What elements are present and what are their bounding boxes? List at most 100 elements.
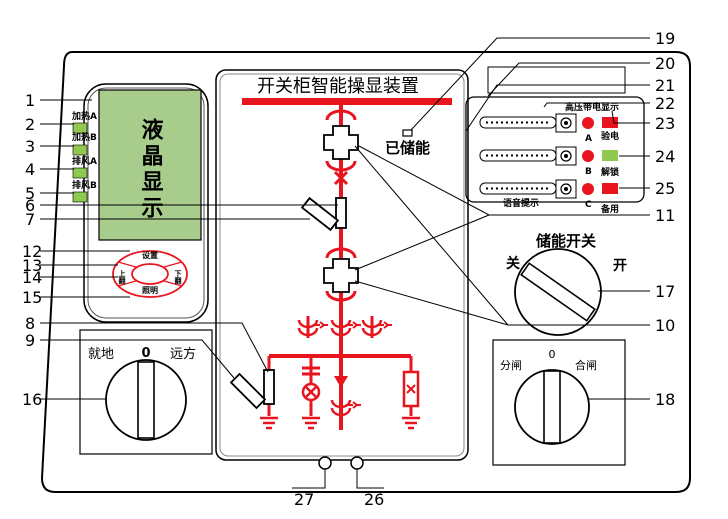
earth-symbol-3 <box>400 416 422 430</box>
zero-label-left: 0 <box>141 346 150 361</box>
lower-disconnector-cross <box>323 258 359 293</box>
breaker-symbol <box>333 170 349 186</box>
callout-1: 1 <box>25 91 35 110</box>
mimic-panel <box>215 69 469 461</box>
up-key[interactable]: 上翻 <box>118 269 126 285</box>
hv-display-top-box <box>487 66 626 94</box>
cable-outlet-arrow <box>334 376 348 388</box>
earth-symbol-1 <box>258 416 280 430</box>
callout-3: 3 <box>25 137 35 156</box>
indicator-lamp-4 <box>72 191 88 203</box>
open-label: 分闸 <box>500 359 522 372</box>
bottom-socket-27[interactable] <box>318 456 332 470</box>
callout-2: 2 <box>25 115 35 134</box>
callout-21: 21 <box>655 76 675 95</box>
hv-phase-label-b: B <box>585 167 592 177</box>
callout-25: 25 <box>655 179 675 198</box>
hv-socket-c[interactable] <box>560 183 572 195</box>
hv-lamp-b <box>582 150 594 162</box>
callout-14: 14 <box>22 268 42 287</box>
callout-11: 11 <box>655 206 675 225</box>
close-label: 合闸 <box>575 358 597 372</box>
indicator-label-1: 加热A <box>71 110 97 122</box>
hv-lamp-a <box>582 117 594 129</box>
hv-display-frame <box>465 96 645 203</box>
earthing-switch-handle <box>229 372 267 410</box>
callout-7: 7 <box>25 210 35 229</box>
current-transformer-2 <box>330 314 363 340</box>
lcd-label: 液晶显示 <box>138 117 164 222</box>
hv-display-title: 高压带电显示 <box>565 101 619 113</box>
display-module <box>83 83 209 323</box>
breaker-switch-frame <box>492 339 626 466</box>
indicator-lamp-2 <box>72 144 88 156</box>
callout-15: 15 <box>22 288 42 307</box>
lcd-screen <box>98 89 202 241</box>
breaker-contact <box>335 197 347 229</box>
callout-20: 20 <box>655 54 675 73</box>
keypad-center[interactable] <box>131 263 169 285</box>
current-transformer-4 <box>330 394 363 420</box>
indicator-lamp-3 <box>72 167 88 179</box>
callout-23: 23 <box>655 114 675 133</box>
zero-label-right: 0 <box>549 348 556 361</box>
breaker-switch-handle[interactable] <box>543 370 561 444</box>
keypad-ring <box>112 250 188 298</box>
remote-label: 远方 <box>170 346 196 362</box>
breaker-handle <box>300 196 340 232</box>
callout-18: 18 <box>655 390 675 409</box>
callout-4: 4 <box>25 160 35 179</box>
busbar <box>242 98 452 105</box>
callout-19: 19 <box>655 29 675 48</box>
indicator-label-2: 加热B <box>71 131 97 143</box>
storage-switch-on-label: 开 <box>613 258 627 274</box>
down-key[interactable]: 下翻 <box>174 270 182 285</box>
lighting-key[interactable]: 照明 <box>142 286 158 295</box>
local-remote-switch-frame <box>79 329 213 455</box>
upper-disconnector-arc <box>325 109 357 121</box>
hv-phase-row-b: B 解锁 <box>479 146 619 178</box>
settings-key[interactable]: 设置 <box>142 250 158 260</box>
test-button[interactable] <box>602 117 618 128</box>
test-button-label: 验电 <box>601 130 619 142</box>
local-remote-handle[interactable] <box>137 361 155 439</box>
spare-button-label: 备用 <box>600 203 619 215</box>
device-panel <box>40 51 691 493</box>
hv-lamp-c <box>582 183 594 195</box>
storage-switch-title: 储能开关 <box>536 232 596 250</box>
hv-socket-b[interactable] <box>560 150 572 162</box>
bottom-socket-26[interactable] <box>350 456 364 470</box>
callout-8: 8 <box>25 314 35 333</box>
indicator-label-4: 排风B <box>72 179 97 191</box>
indicator-label-3: 排风A <box>72 155 97 167</box>
hv-socket-a[interactable] <box>560 117 572 129</box>
current-transformer-3 <box>361 314 394 340</box>
callout-10: 10 <box>655 316 675 335</box>
device-title: 开关柜智能操显装置 <box>257 76 419 97</box>
callout-22: 22 <box>655 94 675 113</box>
spare-button[interactable] <box>602 183 618 194</box>
callout-16: 16 <box>22 390 42 409</box>
upper-disconnector-cross <box>323 125 359 160</box>
local-label: 就地 <box>88 347 114 362</box>
unlock-button[interactable] <box>602 150 618 161</box>
display-module-inner <box>87 87 205 319</box>
hv-phase-row-c: C 备用 <box>479 179 619 215</box>
callout-24: 24 <box>655 147 675 166</box>
hv-phase-row-a: A 验电 <box>479 113 619 144</box>
storage-switch-handle[interactable] <box>520 262 596 322</box>
hv-phase-label-c: C <box>585 200 592 210</box>
callout-13: 13 <box>22 256 42 275</box>
storage-status-lamp <box>402 129 413 137</box>
keypad[interactable]: 设置 上翻 下翻 照明 <box>112 250 188 298</box>
storage-switch-off-label: 关 <box>506 255 520 272</box>
callout-12: 12 <box>22 242 42 261</box>
indicator-lamp-1 <box>72 122 88 134</box>
earthing-switch-contact <box>263 369 275 405</box>
hv-phase-label-a: A <box>585 134 592 144</box>
callout-26: 26 <box>364 490 384 509</box>
callout-numbers: 1 2 3 4 5 6 7 8 9 10 11 12 13 14 15 16 1… <box>22 29 675 509</box>
callout-9: 9 <box>25 331 35 350</box>
callout-17: 17 <box>655 282 675 301</box>
